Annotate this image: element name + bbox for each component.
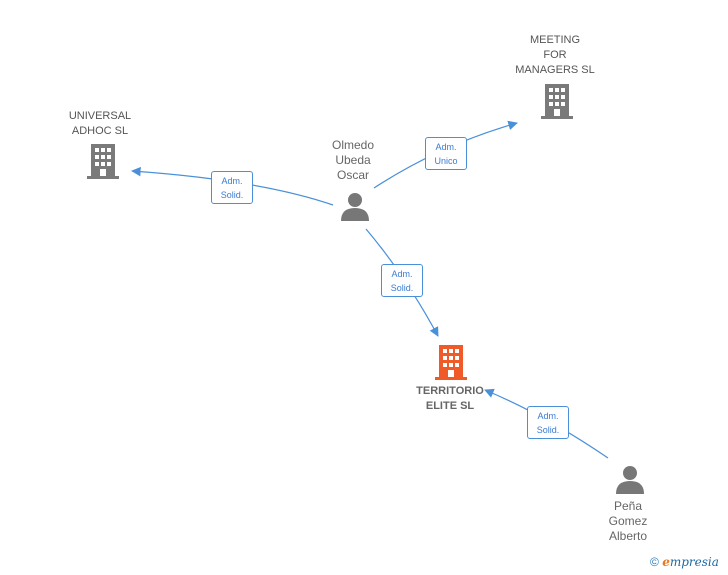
logo-initial: e: [662, 555, 670, 569]
edge-label-adm-solid: Adm. Solid.: [381, 264, 423, 297]
edge-label-adm-solid: Adm. Solid.: [527, 406, 569, 439]
edge-label-adm-solid: Adm. Solid.: [211, 171, 253, 204]
empresia-logo[interactable]: empresia: [662, 555, 719, 569]
company-label-meeting-for-managers[interactable]: MEETING FOR MANAGERS SL: [515, 34, 595, 76]
person-label-pena-gomez-alberto[interactable]: Peña Gomez Alberto: [608, 499, 648, 543]
building-icon[interactable]: [87, 144, 119, 179]
building-icon[interactable]: [435, 345, 467, 380]
company-label-universal-adhoc[interactable]: UNIVERSAL ADHOC SL: [68, 110, 132, 137]
person-icon[interactable]: [616, 466, 644, 494]
logo-text: mpresia: [669, 555, 719, 569]
person-icon[interactable]: [341, 193, 369, 221]
person-label-olmedo-ubeda-oscar[interactable]: Olmedo Ubeda Oscar: [331, 138, 375, 182]
edge-label-adm-unico: Adm. Unico: [425, 137, 467, 170]
footer-credit: © empresia: [650, 555, 719, 569]
company-label-territorio-elite[interactable]: TERRITORIO ELITE SL: [416, 385, 484, 412]
building-icon[interactable]: [541, 84, 573, 119]
copyright-symbol: ©: [650, 555, 659, 569]
